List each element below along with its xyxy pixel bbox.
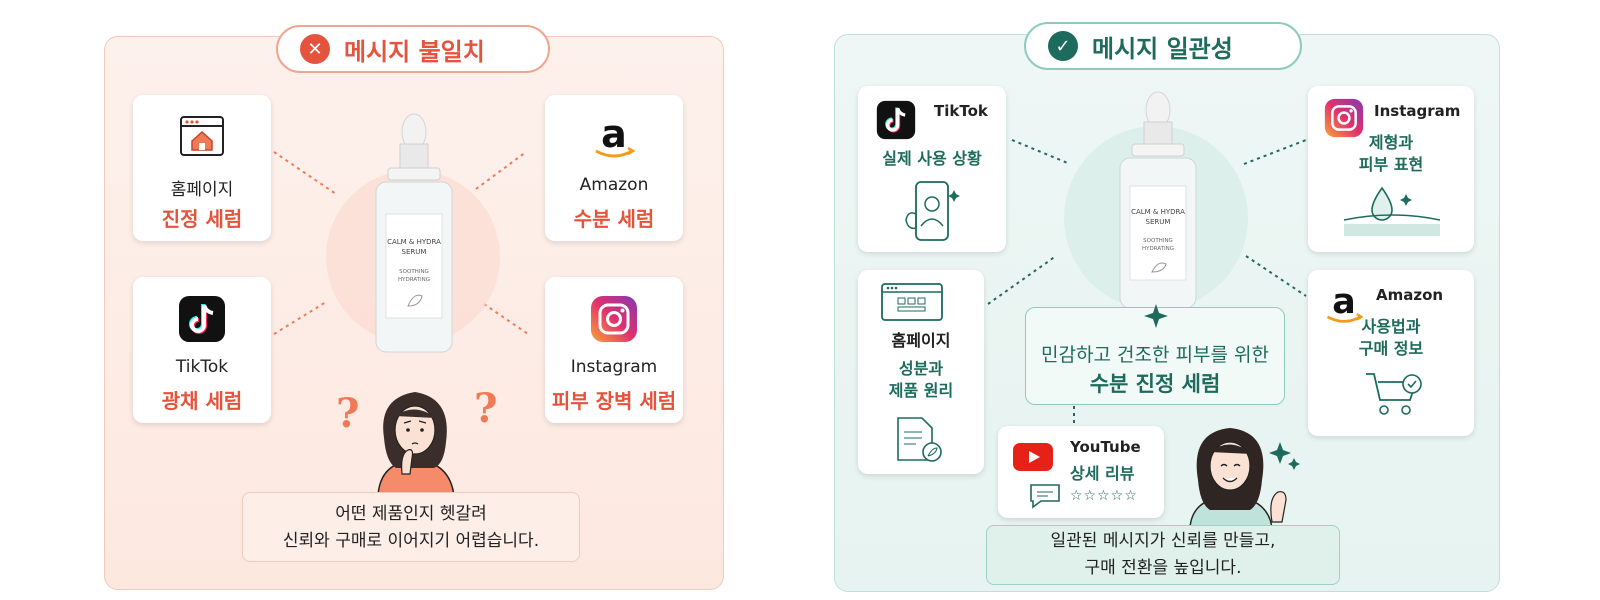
card-homepage-right: 홈페이지 성분과 제품 원리 <box>858 270 984 474</box>
amazon-name: Amazon <box>1376 286 1444 304</box>
tiktok-desc: 실제 사용 상황 <box>882 149 982 168</box>
bottle-r-label-3: SOOTHING <box>1143 238 1173 244</box>
serum-bottle: CALM & HYDRA SERUM SOOTHING HYDRATING <box>375 113 453 353</box>
card-amazon-message: 수분 세럼 <box>573 207 655 231</box>
svg-text:a: a <box>1332 282 1356 322</box>
connector-amazon-r <box>1245 255 1307 297</box>
document-leaf-icon <box>897 417 942 462</box>
speech-right-line1: 일관된 메시지가 신뢰를 만들고, <box>1050 531 1276 551</box>
instagram-icon <box>1324 98 1364 138</box>
tiktok-name: TikTok <box>934 102 988 120</box>
chat-bubble-icon <box>1030 484 1060 509</box>
card-amazon-label: Amazon <box>579 175 649 195</box>
amazon-desc-1: 사용법과 <box>1361 317 1421 336</box>
amazon-desc-2: 구매 정보 <box>1358 339 1424 358</box>
core-message-box: 민감하고 건조한 피부를 위한 수분 진정 세럼 <box>1025 304 1285 405</box>
connector-amazon <box>475 151 527 190</box>
youtube-desc: 상세 리뷰 <box>1070 464 1135 483</box>
card-amazon: a Amazon 수분 세럼 <box>545 95 683 241</box>
connector-instagram-r <box>1243 139 1307 165</box>
browser-home-icon <box>180 116 224 156</box>
youtube-name: YouTube <box>1070 438 1141 456</box>
bottle-r-label-4: HYDRATING <box>1142 246 1174 252</box>
consistent-title: ✓ 메시지 일관성 <box>1024 22 1302 70</box>
card-homepage: 홈페이지 진정 세럼 <box>133 95 271 241</box>
confused-person-illustration <box>377 392 455 496</box>
svg-text:a: a <box>601 113 627 156</box>
card-tiktok: TikTok 광채 세럼 <box>133 277 271 423</box>
connector-tiktok <box>273 301 327 335</box>
connector-instagram <box>483 303 529 335</box>
card-instagram-label: Instagram <box>570 357 658 377</box>
tiktok-icon <box>876 100 916 140</box>
question-mark-left: ? <box>336 390 360 437</box>
bottle-label-1: CALM & HYDRA <box>387 238 441 246</box>
question-mark-right: ? <box>474 385 498 432</box>
amazon-icon: a <box>1326 282 1364 323</box>
homepage-desc-1: 성분과 <box>898 359 944 378</box>
tiktok-icon <box>179 296 225 342</box>
connector-tiktok-r <box>1011 139 1071 165</box>
droplet-skin-icon <box>1343 186 1441 236</box>
result-speech-box: 일관된 메시지가 신뢰를 만들고, 구매 전환을 높입니다. <box>986 525 1340 585</box>
instagram-desc-1: 제형과 <box>1368 133 1414 152</box>
sparkle-icon <box>1269 442 1291 464</box>
core-message-line1: 민감하고 건조한 피부를 위한 <box>1041 344 1269 366</box>
card-tiktok-right: TikTok 실제 사용 상황 <box>858 86 1006 252</box>
shopping-cart-icon <box>1366 373 1422 415</box>
card-tiktok-message: 광채 세럼 <box>161 389 243 413</box>
card-amazon-right: a Amazon 사용법과 구매 정보 <box>1308 270 1474 436</box>
speech-left-line2: 신뢰와 구매로 이어지기 어렵습니다. <box>282 531 540 551</box>
browser-icon <box>881 283 943 321</box>
consistent-title-text: 메시지 일관성 <box>1092 34 1233 63</box>
homepage-name: 홈페이지 <box>891 331 951 350</box>
speech-right-line2: 구매 전환을 높입니다. <box>1084 558 1242 578</box>
connector-homepage-r <box>987 255 1057 305</box>
instagram-name: Instagram <box>1374 102 1461 120</box>
instagram-icon <box>591 296 637 342</box>
inconsistent-title-text: 메시지 불일치 <box>344 37 485 66</box>
x-icon: ✕ <box>300 34 330 64</box>
bottle-r-label-1: CALM & HYDRA <box>1131 208 1185 216</box>
check-icon: ✓ <box>1048 31 1078 61</box>
left-connectors <box>273 151 529 335</box>
card-instagram-right: Instagram 제형과 피부 표현 <box>1308 86 1474 252</box>
bottle-label-3: SOOTHING <box>399 269 429 275</box>
confusion-speech-box: 어떤 제품인지 헷갈려 신뢰와 구매로 이어지기 어렵습니다. <box>242 492 580 562</box>
bottle-r-label-2: SERUM <box>1146 218 1171 226</box>
rating-stars: ☆☆☆☆☆ <box>1070 488 1138 504</box>
card-tiktok-label: TikTok <box>175 357 229 377</box>
inconsistent-title: ✕ 메시지 불일치 <box>276 25 550 73</box>
homepage-desc-2: 제품 원리 <box>888 381 954 400</box>
sparkle-icon <box>1144 304 1168 328</box>
leaf-icon <box>407 294 423 307</box>
phone-selfie-icon <box>905 181 960 241</box>
card-homepage-message: 진정 세럼 <box>161 207 243 231</box>
happy-person-illustration <box>1189 428 1300 528</box>
card-instagram-message: 피부 장벽 세럼 <box>551 389 677 413</box>
instagram-desc-2: 피부 표현 <box>1358 155 1424 174</box>
card-youtube: YouTube 상세 리뷰 ☆☆☆☆☆ <box>998 426 1164 518</box>
card-instagram: Instagram 피부 장벽 세럼 <box>545 277 683 423</box>
bottle-label-4: HYDRATING <box>398 277 430 283</box>
serum-bottle-right: CALM & HYDRA SERUM SOOTHING HYDRATING <box>1119 91 1197 309</box>
speech-left-line1: 어떤 제품인지 헷갈려 <box>335 504 487 524</box>
right-connectors <box>987 139 1307 426</box>
youtube-icon <box>1013 443 1053 471</box>
core-message-line2: 수분 진정 세럼 <box>1089 372 1221 396</box>
bottle-label-2: SERUM <box>402 248 427 256</box>
amazon-icon: a <box>595 113 636 158</box>
connector-homepage <box>273 151 337 195</box>
leaf-icon <box>1151 262 1167 273</box>
card-homepage-label: 홈페이지 <box>170 180 234 200</box>
